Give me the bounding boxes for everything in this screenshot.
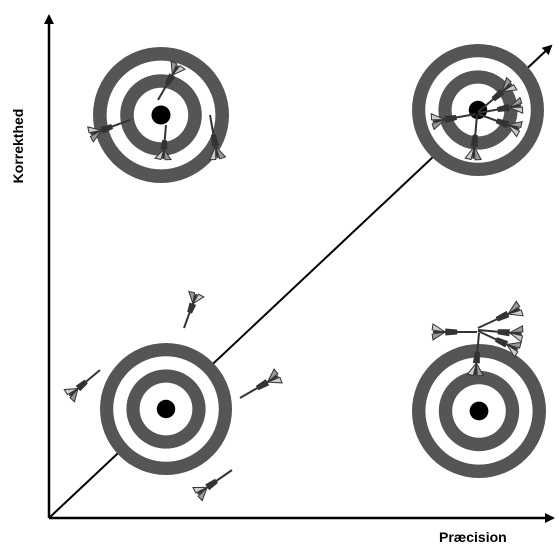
bullseye bbox=[156, 399, 176, 419]
target-top-right bbox=[412, 44, 544, 176]
dart-icon bbox=[431, 323, 477, 341]
target-bottom-left bbox=[100, 343, 232, 475]
dart-icon bbox=[87, 119, 131, 143]
dart-icon bbox=[63, 369, 101, 403]
target-top-left bbox=[93, 47, 229, 183]
bullseye bbox=[469, 401, 489, 421]
darts-group bbox=[63, 60, 524, 502]
dart-icon bbox=[477, 76, 518, 113]
x-axis-label: Præcision bbox=[439, 529, 507, 545]
target-bottom-right bbox=[412, 344, 546, 478]
dart-icon bbox=[466, 332, 485, 377]
dart-icon bbox=[477, 300, 524, 329]
dart-icon bbox=[239, 368, 283, 399]
dart-icon bbox=[183, 290, 205, 329]
dart-icon bbox=[477, 96, 524, 115]
dart-icon bbox=[157, 60, 186, 101]
dart-icon bbox=[430, 112, 477, 131]
dart-icon bbox=[477, 330, 522, 358]
dart-icon bbox=[208, 114, 227, 161]
dart-icon bbox=[477, 113, 523, 138]
bullseye bbox=[151, 105, 171, 125]
dart-icon bbox=[477, 325, 524, 343]
dart-icon bbox=[192, 469, 233, 502]
targets-group bbox=[93, 44, 546, 478]
dart-icon bbox=[154, 124, 172, 161]
y-axis-label: Korrekthed bbox=[10, 108, 26, 184]
dart-icon bbox=[464, 114, 482, 161]
